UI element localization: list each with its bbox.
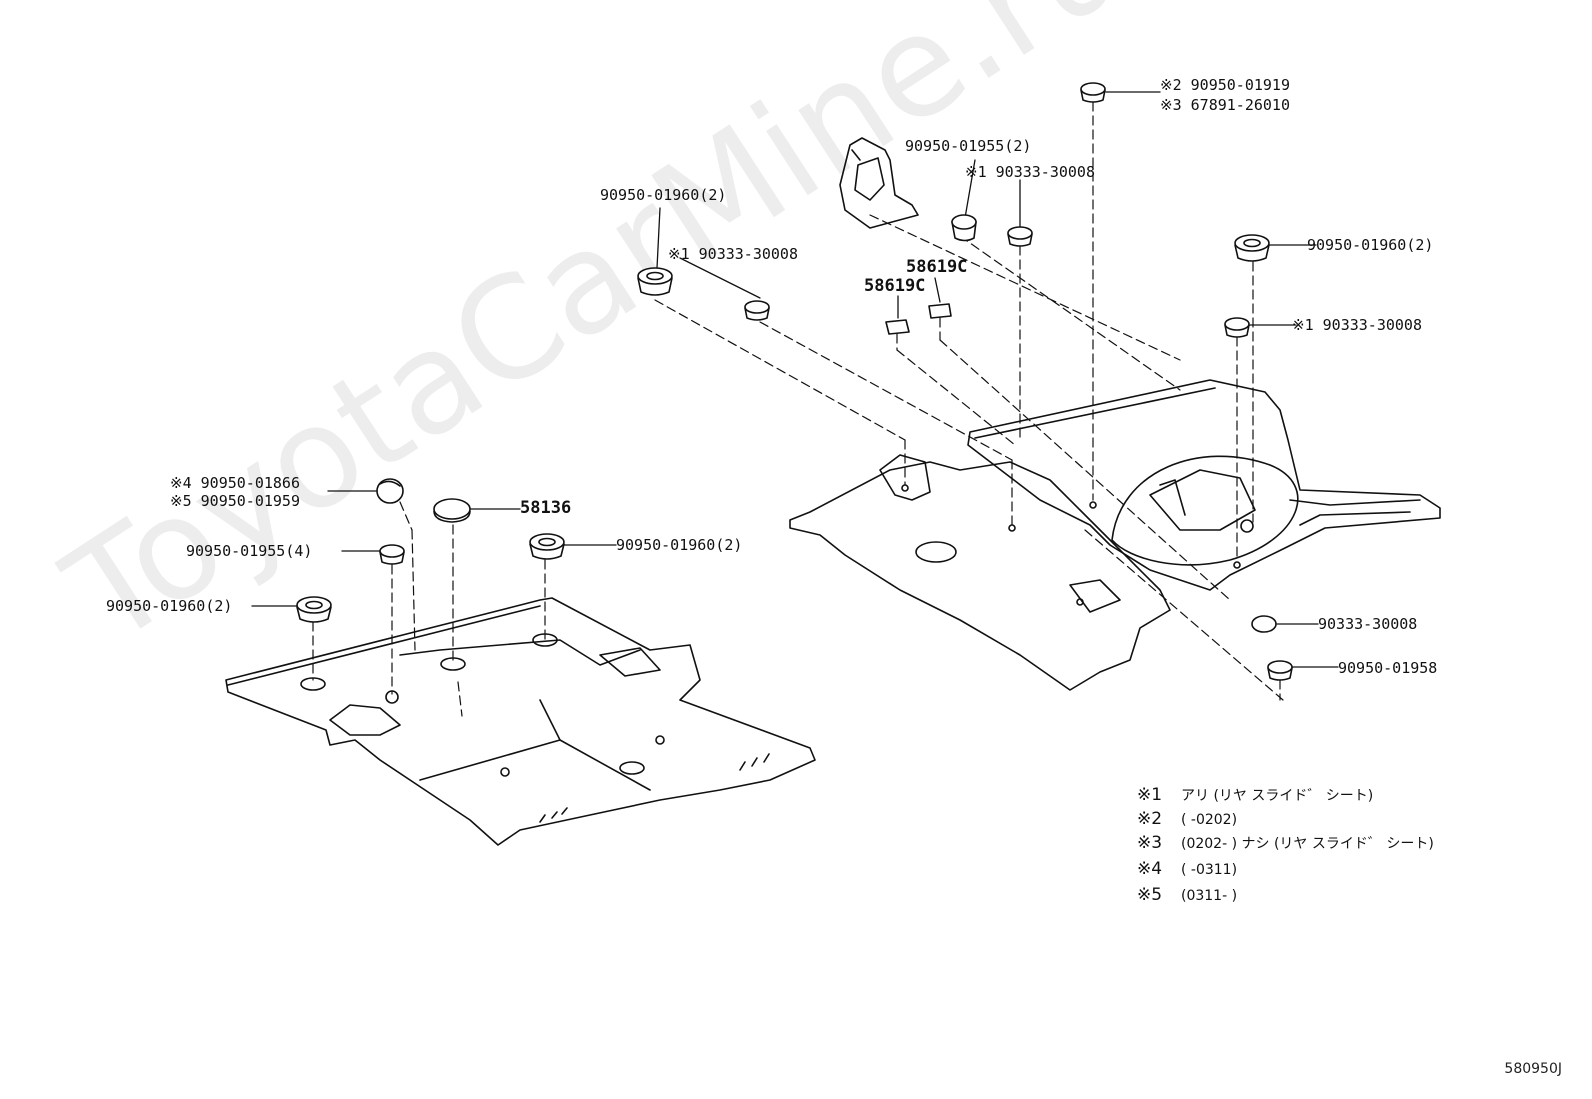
diagram-code: 580950J [1504,1061,1562,1077]
plugs [296,82,1293,681]
round-plug [376,478,404,504]
plug-large-4 [296,596,332,623]
label-left-d: 90950-01960(2) [106,597,233,615]
label-right-a: 90950-01960(2) [1307,236,1434,254]
flat-plug-58136 [433,498,471,523]
label-left-b: 90950-01955(4) [186,542,313,560]
note-5: ※5(0311- ) [1137,885,1238,905]
cylinder-plug [951,214,977,242]
label-right-c: 90333-30008 [1318,615,1418,633]
grommet-5 [1267,660,1293,681]
leader-lines [251,91,1339,668]
label-top-mid-2: ※1 90333-30008 [965,163,1095,181]
grommet-4 [1224,317,1250,338]
label-right-d: 90950-01958 [1338,659,1438,677]
note-4: ※4( -0311) [1137,859,1238,879]
note-2: ※2( -0202) [1137,809,1238,829]
label-left-c: 90950-01960(2) [616,536,743,554]
grommet-1 [1080,82,1106,103]
label-top-mid: 90950-01955(2) [905,137,1032,155]
label-top-right-2: ※3 67891-26010 [1160,96,1290,114]
label-left-a2: ※5 90950-01959 [170,492,300,510]
grommet-2 [1007,226,1033,247]
grommet-3 [744,300,770,321]
rear-floor-silencer [789,137,1441,691]
note-3: ※3(0202- ) ナシ (リヤ スライド゛ シート) [1137,833,1434,853]
front-floor-silencer [225,597,816,846]
label-left-a1: ※4 90950-01866 [170,474,300,492]
label-upper-left-a: 90950-01960(2) [600,186,727,204]
label-pad-1: 58619C [906,257,968,277]
grommet-6 [379,544,405,565]
assembly-lines [312,101,1284,717]
plug-large-3 [529,533,565,560]
label-plug-58136: 58136 [520,498,572,518]
label-top-right-1: ※2 90950-01919 [1160,76,1290,94]
plug-large-1 [637,267,673,296]
plug-large-2 [1234,234,1270,262]
label-upper-left-b: ※1 90333-30008 [668,245,798,263]
label-pad-2: 58619C [864,276,926,296]
label-right-b: ※1 90333-30008 [1292,316,1422,334]
